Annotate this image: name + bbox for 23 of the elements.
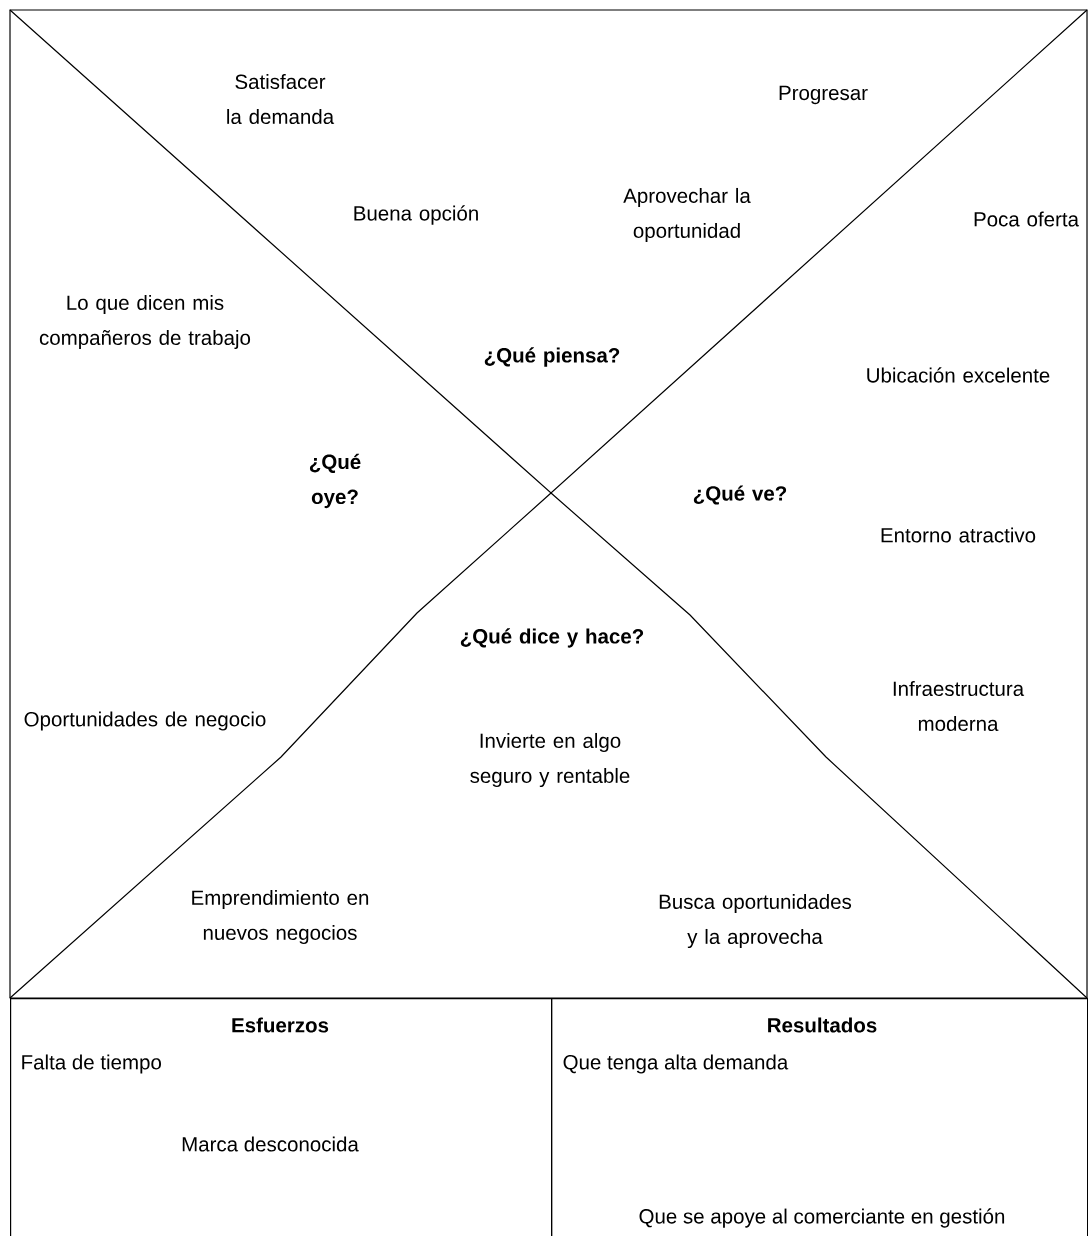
panel-heading: Esfuerzos xyxy=(232,1017,329,1033)
quadrant-note: Busca oportunidades y la aprovecha xyxy=(659,893,852,949)
quadrant-note: Infraestructura moderna xyxy=(893,681,1025,732)
quadrant-note: Satisfacer la demanda xyxy=(227,74,335,125)
panel-note: Que tenga alta demanda xyxy=(563,1054,789,1074)
quadrant-note: Lo que dicen mis compañeros de trabajo xyxy=(39,294,251,350)
quadrant-heading: ¿Qué ve? xyxy=(693,485,787,505)
quadrant-heading: ¿Qué piensa? xyxy=(484,347,620,367)
panel-note: Que se apoye al comerciante en gestión xyxy=(639,1208,1005,1228)
quadrant-heading: ¿Qué oye? xyxy=(309,453,361,509)
quadrant-note: Progresar xyxy=(779,85,868,105)
panel-note: Falta de tiempo xyxy=(22,1054,161,1074)
quadrant-note: Entorno atractivo xyxy=(881,527,1036,543)
quadrant-note: Aprovechar la oportunidad xyxy=(623,187,751,243)
quadrant-note: Buena opción xyxy=(354,205,478,225)
quadrant-note: Emprendimiento en nuevos negocios xyxy=(192,889,369,945)
quadrant-note: Oportunidades de negocio xyxy=(24,711,266,731)
quadrant-note: Poca oferta xyxy=(974,211,1079,227)
quadrant-note: Invierte en algo seguro y rentable xyxy=(470,732,630,788)
panel-note: Marca desconocida xyxy=(182,1136,359,1152)
quadrant-note: Ubicación excelente xyxy=(867,367,1050,383)
quadrant-heading: ¿Qué dice y hace? xyxy=(460,628,644,648)
panel-heading: Resultados xyxy=(768,1017,877,1033)
